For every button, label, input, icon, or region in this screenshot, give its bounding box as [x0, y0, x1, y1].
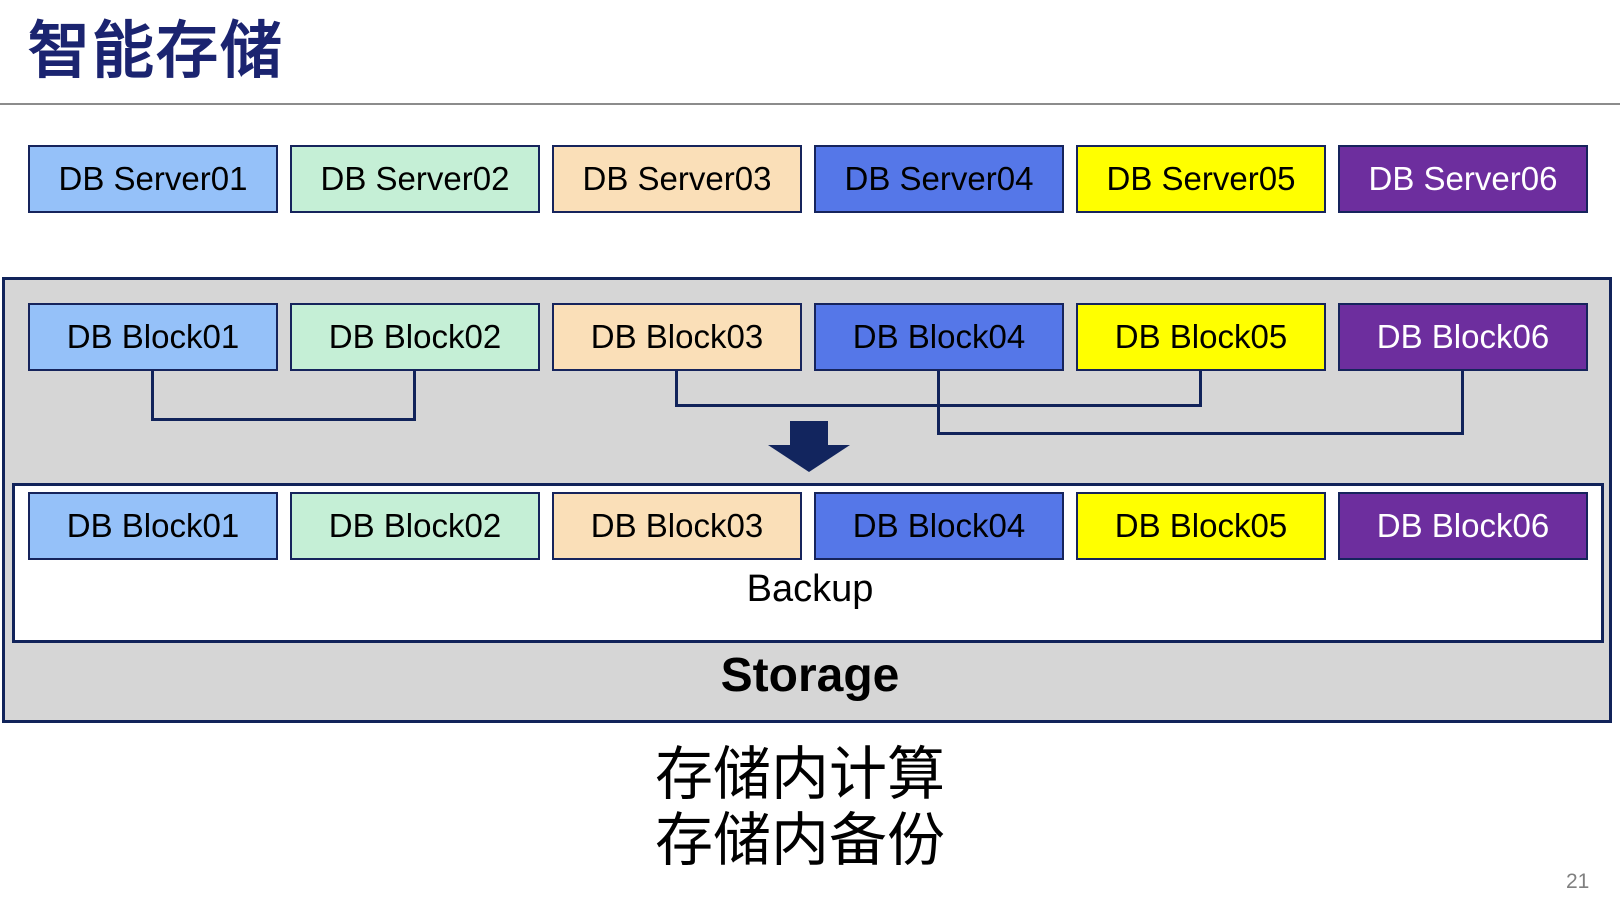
db-block-top-05: DB Block05	[1076, 303, 1326, 371]
storage-label: Storage	[720, 649, 900, 702]
db-server-05: DB Server05	[1076, 145, 1326, 213]
connector-line	[413, 371, 416, 421]
db-block-top-06: DB Block06	[1338, 303, 1588, 371]
connector-line	[151, 418, 416, 421]
connector-line	[937, 432, 1464, 435]
caption-line-2: 存储内备份	[655, 807, 946, 873]
db-block-top-01: DB Block01	[28, 303, 278, 371]
db-server-06: DB Server06	[1338, 145, 1588, 213]
db-server-01: DB Server01	[28, 145, 278, 213]
connector-line	[151, 371, 154, 421]
db-server-04: DB Server04	[814, 145, 1064, 213]
db-block-backup-02: DB Block02	[290, 492, 540, 560]
down-arrow-stem	[790, 421, 828, 446]
page-number: 21	[1566, 870, 1590, 893]
db-block-backup-06: DB Block06	[1338, 492, 1588, 560]
db-block-backup-05: DB Block05	[1076, 492, 1326, 560]
connector-line	[1461, 371, 1464, 435]
db-server-03: DB Server03	[552, 145, 802, 213]
db-block-backup-01: DB Block01	[28, 492, 278, 560]
connector-line	[1199, 371, 1202, 407]
backup-label: Backup	[746, 568, 874, 610]
connector-line	[675, 371, 678, 407]
caption-text: 存储内计算 存储内备份	[655, 742, 945, 873]
page-title: 智能存储	[28, 17, 285, 86]
db-server-02: DB Server02	[290, 145, 540, 213]
db-block-backup-04: DB Block04	[814, 492, 1064, 560]
db-block-top-03: DB Block03	[552, 303, 802, 371]
db-block-top-04: DB Block04	[814, 303, 1064, 371]
db-block-top-02: DB Block02	[290, 303, 540, 371]
down-arrow-head	[768, 445, 850, 472]
title-divider	[0, 103, 1620, 105]
db-block-backup-03: DB Block03	[552, 492, 802, 560]
caption-line-1: 存储内计算	[655, 742, 946, 807]
connector-line	[937, 371, 940, 435]
